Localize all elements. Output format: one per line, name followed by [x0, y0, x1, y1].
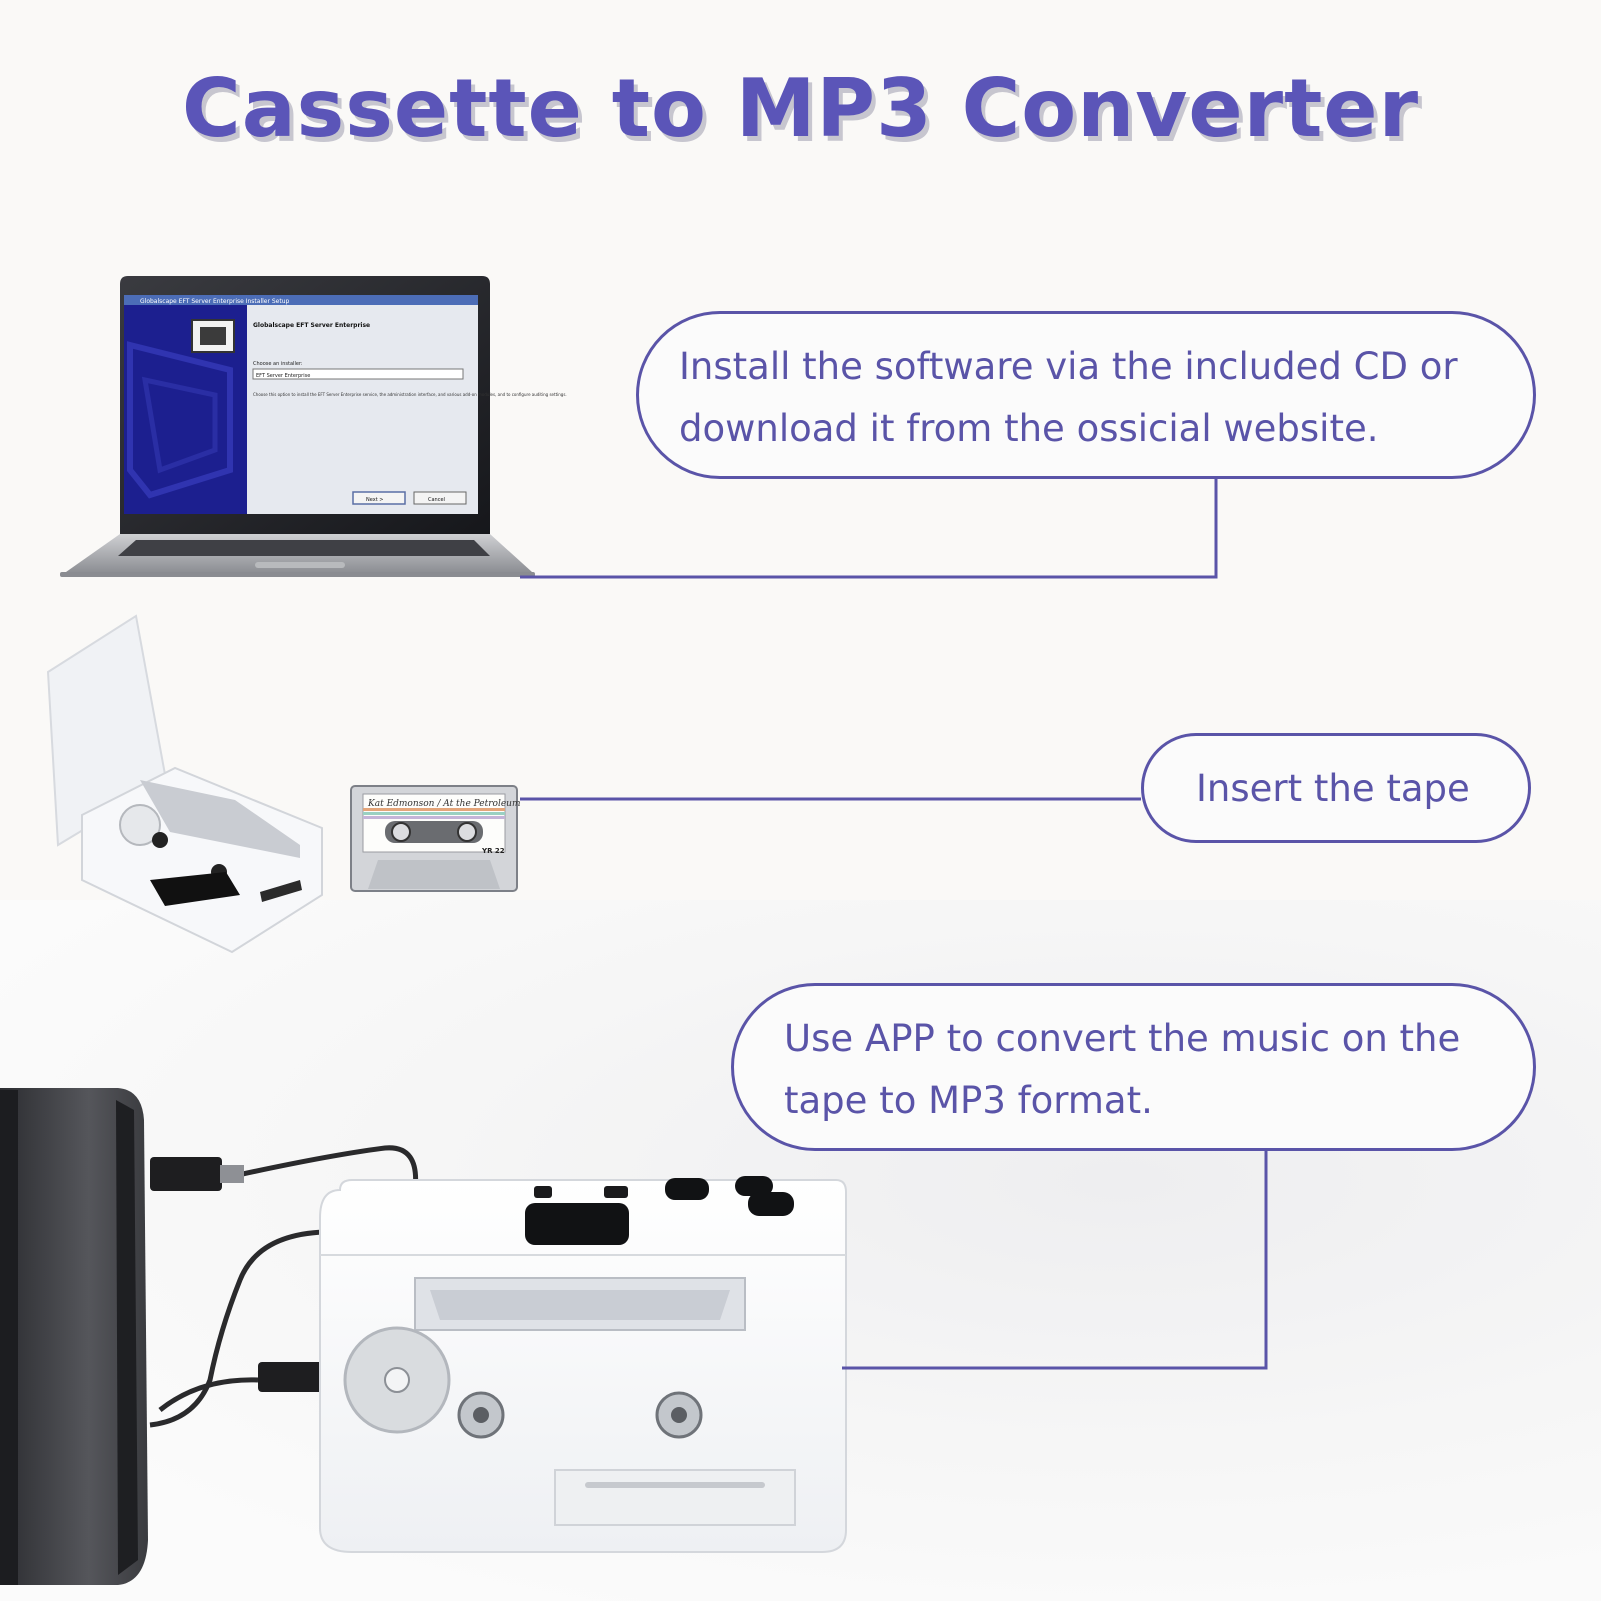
open-cassette-player: [46, 614, 323, 954]
installer-heading: Globalscape EFT Server Enterprise: [253, 322, 370, 329]
connector-step-3: [842, 1151, 1268, 1370]
step-insert-callout: Insert the tape: [1141, 733, 1531, 843]
installer-description: Choose this option to install the EFT Se…: [253, 392, 567, 397]
cassette-tape: Kat Edmonson / At the Petroleum YR 22: [350, 785, 521, 892]
step-convert-callout: Use APP to convert the music on the tape…: [731, 983, 1536, 1151]
usb-mini-plug: [258, 1362, 324, 1392]
step-install-text: Install the software via the included CD…: [679, 345, 1458, 450]
installer-dropdown: [252, 368, 464, 380]
clear-cassette-player: [319, 1176, 847, 1553]
connected-laptop: [0, 1088, 148, 1585]
usb-plug: [150, 1157, 222, 1191]
page-title: Cassette to MP3 Converter: [181, 62, 1420, 155]
installer-cancel-button: [413, 491, 467, 505]
laptop-illustration: [60, 276, 535, 577]
installer-selected-option: EFT Server Enterprise: [256, 373, 310, 379]
connector-step-1: [520, 479, 1218, 579]
installer-cancel-label: Cancel: [428, 497, 445, 503]
step-convert-text: Use APP to convert the music on the tape…: [784, 1017, 1461, 1122]
installer-choose-label: Choose an installer:: [253, 361, 303, 367]
installer-next-button: [352, 491, 406, 505]
installer-window-title: Globalscape EFT Server Enterprise Instal…: [140, 298, 289, 305]
installer-next-label: Next >: [366, 497, 383, 503]
step-insert-text: Insert the tape: [1196, 767, 1470, 810]
step-install-callout: Install the software via the included CD…: [636, 311, 1536, 479]
cassette-label-tag: YR 22: [481, 847, 505, 855]
cassette-label-text: Kat Edmonson / At the Petroleum: [367, 799, 521, 809]
